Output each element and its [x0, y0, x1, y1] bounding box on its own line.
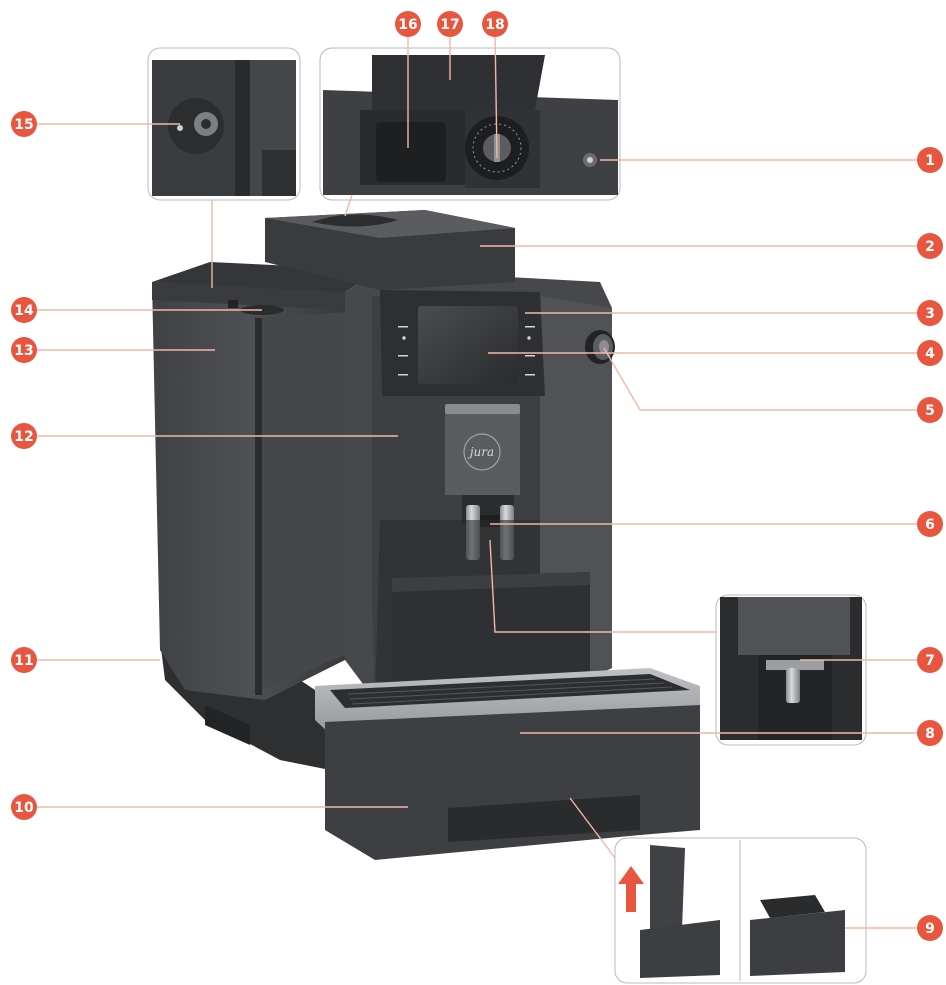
callout-10: 10 — [11, 794, 37, 820]
svg-text:6: 6 — [925, 517, 935, 533]
callout-12: 12 — [11, 423, 37, 449]
callout-11: 11 — [11, 647, 37, 673]
callout-8: 8 — [917, 720, 943, 746]
svg-text:7: 7 — [925, 653, 935, 669]
callout-2: 2 — [917, 233, 943, 259]
display-screen — [418, 306, 518, 384]
svg-text:4: 4 — [925, 346, 935, 362]
callout-7: 7 — [917, 647, 943, 673]
callout-4: 4 — [917, 340, 943, 366]
svg-text:3: 3 — [925, 306, 935, 322]
callout-9: 9 — [917, 915, 943, 941]
callout-14: 14 — [11, 297, 37, 323]
callouts: 1 2 3 4 5 6 7 8 9 10 11 12 13 14 15 16 1… — [11, 11, 943, 941]
callout-18: 18 — [482, 11, 508, 37]
svg-text:5: 5 — [925, 403, 935, 419]
svg-text:17: 17 — [440, 17, 459, 33]
svg-text:12: 12 — [14, 429, 33, 445]
callout-1: 1 — [917, 147, 943, 173]
panel-buttons — [398, 326, 535, 376]
svg-text:2: 2 — [925, 239, 935, 255]
inset-filler-funnel — [147, 47, 301, 201]
svg-text:13: 13 — [14, 343, 33, 359]
callout-16: 16 — [395, 11, 421, 37]
svg-text:16: 16 — [398, 17, 417, 33]
inset-lid-open — [319, 47, 621, 201]
svg-text:9: 9 — [925, 921, 935, 937]
svg-text:1: 1 — [925, 153, 935, 169]
inset-spout-closeup — [715, 594, 867, 746]
arrow-up-icon — [626, 882, 636, 912]
svg-text:14: 14 — [14, 303, 34, 319]
coffee-grounds-container — [392, 572, 590, 700]
leader-lines — [30, 29, 918, 929]
svg-text:jura: jura — [467, 445, 494, 459]
callout-6: 6 — [917, 511, 943, 537]
spout-housing — [445, 408, 520, 495]
brand-logo — [463, 433, 501, 471]
svg-text:18: 18 — [485, 17, 504, 33]
svg-text:15: 15 — [14, 117, 33, 133]
svg-text:8: 8 — [925, 726, 935, 742]
svg-text:11: 11 — [14, 653, 33, 669]
callout-17: 17 — [437, 11, 463, 37]
callout-3: 3 — [917, 300, 943, 326]
callout-13: 13 — [11, 337, 37, 363]
svg-text:10: 10 — [14, 800, 34, 816]
machine-main: jura — [152, 210, 700, 860]
inset-drip-tray-removal — [614, 837, 867, 984]
callout-5: 5 — [917, 397, 943, 423]
callout-15: 15 — [11, 111, 37, 137]
